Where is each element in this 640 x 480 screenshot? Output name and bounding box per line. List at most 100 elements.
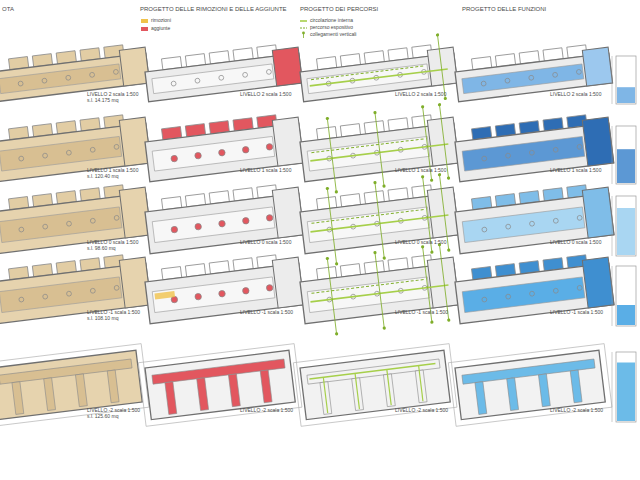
column <box>553 288 558 293</box>
wall-outline <box>145 350 295 419</box>
column <box>66 291 71 296</box>
exhibition-path <box>311 279 425 293</box>
column <box>218 149 225 156</box>
basement-strip <box>44 378 56 411</box>
column <box>553 147 558 152</box>
floor-plan <box>0 252 151 323</box>
plan-label: LIVELLO -1 scala 1:500 <box>550 310 603 316</box>
column <box>113 69 118 74</box>
hall <box>462 64 584 94</box>
column <box>505 78 510 83</box>
column <box>42 78 47 83</box>
legend-swatch <box>141 19 148 23</box>
basement-strip <box>75 374 87 407</box>
basement-strip <box>165 382 177 415</box>
plan-label: OTA <box>2 6 14 13</box>
column <box>19 227 24 232</box>
vertical-link-dot <box>436 33 440 37</box>
annex <box>582 257 614 308</box>
basement-strip <box>107 370 119 403</box>
legend-text: aggiunte <box>151 26 170 32</box>
floor-plan <box>138 344 302 427</box>
vertical-link-dot <box>373 181 377 185</box>
floor-plan <box>454 182 614 253</box>
outer-wall <box>0 344 149 427</box>
basement-strip <box>507 378 519 411</box>
plan-label: LIVELLO 2 scala 1:500 <box>240 92 291 98</box>
plan-label: LIVELLO 0 scala 1:500 <box>87 240 138 246</box>
legend-text: collegamenti verticali <box>310 32 356 38</box>
vertical-link-dot <box>447 318 451 322</box>
basement-strip <box>197 378 209 411</box>
legend-text: percorso espositivo <box>310 25 353 31</box>
bar-axis <box>612 266 613 326</box>
vertical-link-dot <box>373 111 377 115</box>
annex <box>582 117 613 166</box>
vertical-link-dot <box>326 117 330 121</box>
removal <box>154 291 175 299</box>
annex <box>272 117 303 166</box>
annex <box>582 187 614 238</box>
vertical-link-dot <box>421 175 425 179</box>
bar-fill <box>617 363 635 422</box>
column <box>66 75 71 80</box>
bar-frame <box>616 352 636 422</box>
column <box>577 215 582 220</box>
plan-label: LIVELLO 1 scala 1:500 <box>87 168 138 174</box>
vertical-link-dot <box>430 320 434 324</box>
vertical-link-dot <box>430 250 434 254</box>
column <box>66 221 71 226</box>
plan-label: LIVELLO 1 scala 1:500 <box>550 168 601 174</box>
basement-strip <box>570 370 582 403</box>
bar-axis <box>612 126 613 184</box>
vertical-link-dot <box>382 326 386 330</box>
column <box>114 144 119 149</box>
internal-path <box>323 377 327 413</box>
vertical-link-dot <box>326 187 330 191</box>
bar-frame <box>616 126 636 184</box>
column <box>552 72 557 77</box>
column <box>266 284 273 291</box>
legend-line-sample <box>300 28 307 29</box>
vertical-link <box>327 118 336 191</box>
vertical-link <box>439 175 448 250</box>
vertical-link <box>327 188 336 263</box>
bar-fill <box>617 208 635 255</box>
plan-label: s.l. 108.10 mq <box>87 316 118 322</box>
internal-path <box>387 369 391 405</box>
column <box>89 72 94 77</box>
legend-dot-sample <box>302 32 305 35</box>
floor-plan <box>454 42 613 102</box>
column <box>576 69 581 74</box>
hall <box>152 64 274 94</box>
vertical-link-dot <box>335 262 339 266</box>
column <box>242 146 249 153</box>
bar-fill <box>617 149 635 183</box>
annex <box>427 47 457 86</box>
plan-label: s.l. 14.175 mq <box>87 98 118 104</box>
column <box>577 144 582 149</box>
column <box>529 75 534 80</box>
plan-label: LIVELLO 2 scala 1:500 <box>87 92 138 98</box>
legend-swatch <box>141 27 148 31</box>
bar-axis <box>612 352 613 422</box>
vertical-link-dot <box>447 248 451 252</box>
vertical-link-dot <box>335 332 339 336</box>
floor-plan <box>448 344 612 427</box>
plan-label: LIVELLO -2 scala 1:500 <box>550 408 603 414</box>
column <box>90 288 95 293</box>
internal-path <box>309 363 435 378</box>
column <box>19 156 24 161</box>
vertical-link <box>327 258 336 333</box>
floor-plan <box>0 344 149 427</box>
floor-plan <box>0 112 151 182</box>
basement-strip <box>12 382 24 415</box>
column <box>171 155 178 162</box>
plan-label: LIVELLO -1 scala 1:500 <box>87 310 140 316</box>
column <box>114 285 119 290</box>
column <box>577 285 582 290</box>
outer-wall <box>293 344 457 427</box>
vertical-link-dot <box>438 103 442 107</box>
column <box>529 221 534 226</box>
